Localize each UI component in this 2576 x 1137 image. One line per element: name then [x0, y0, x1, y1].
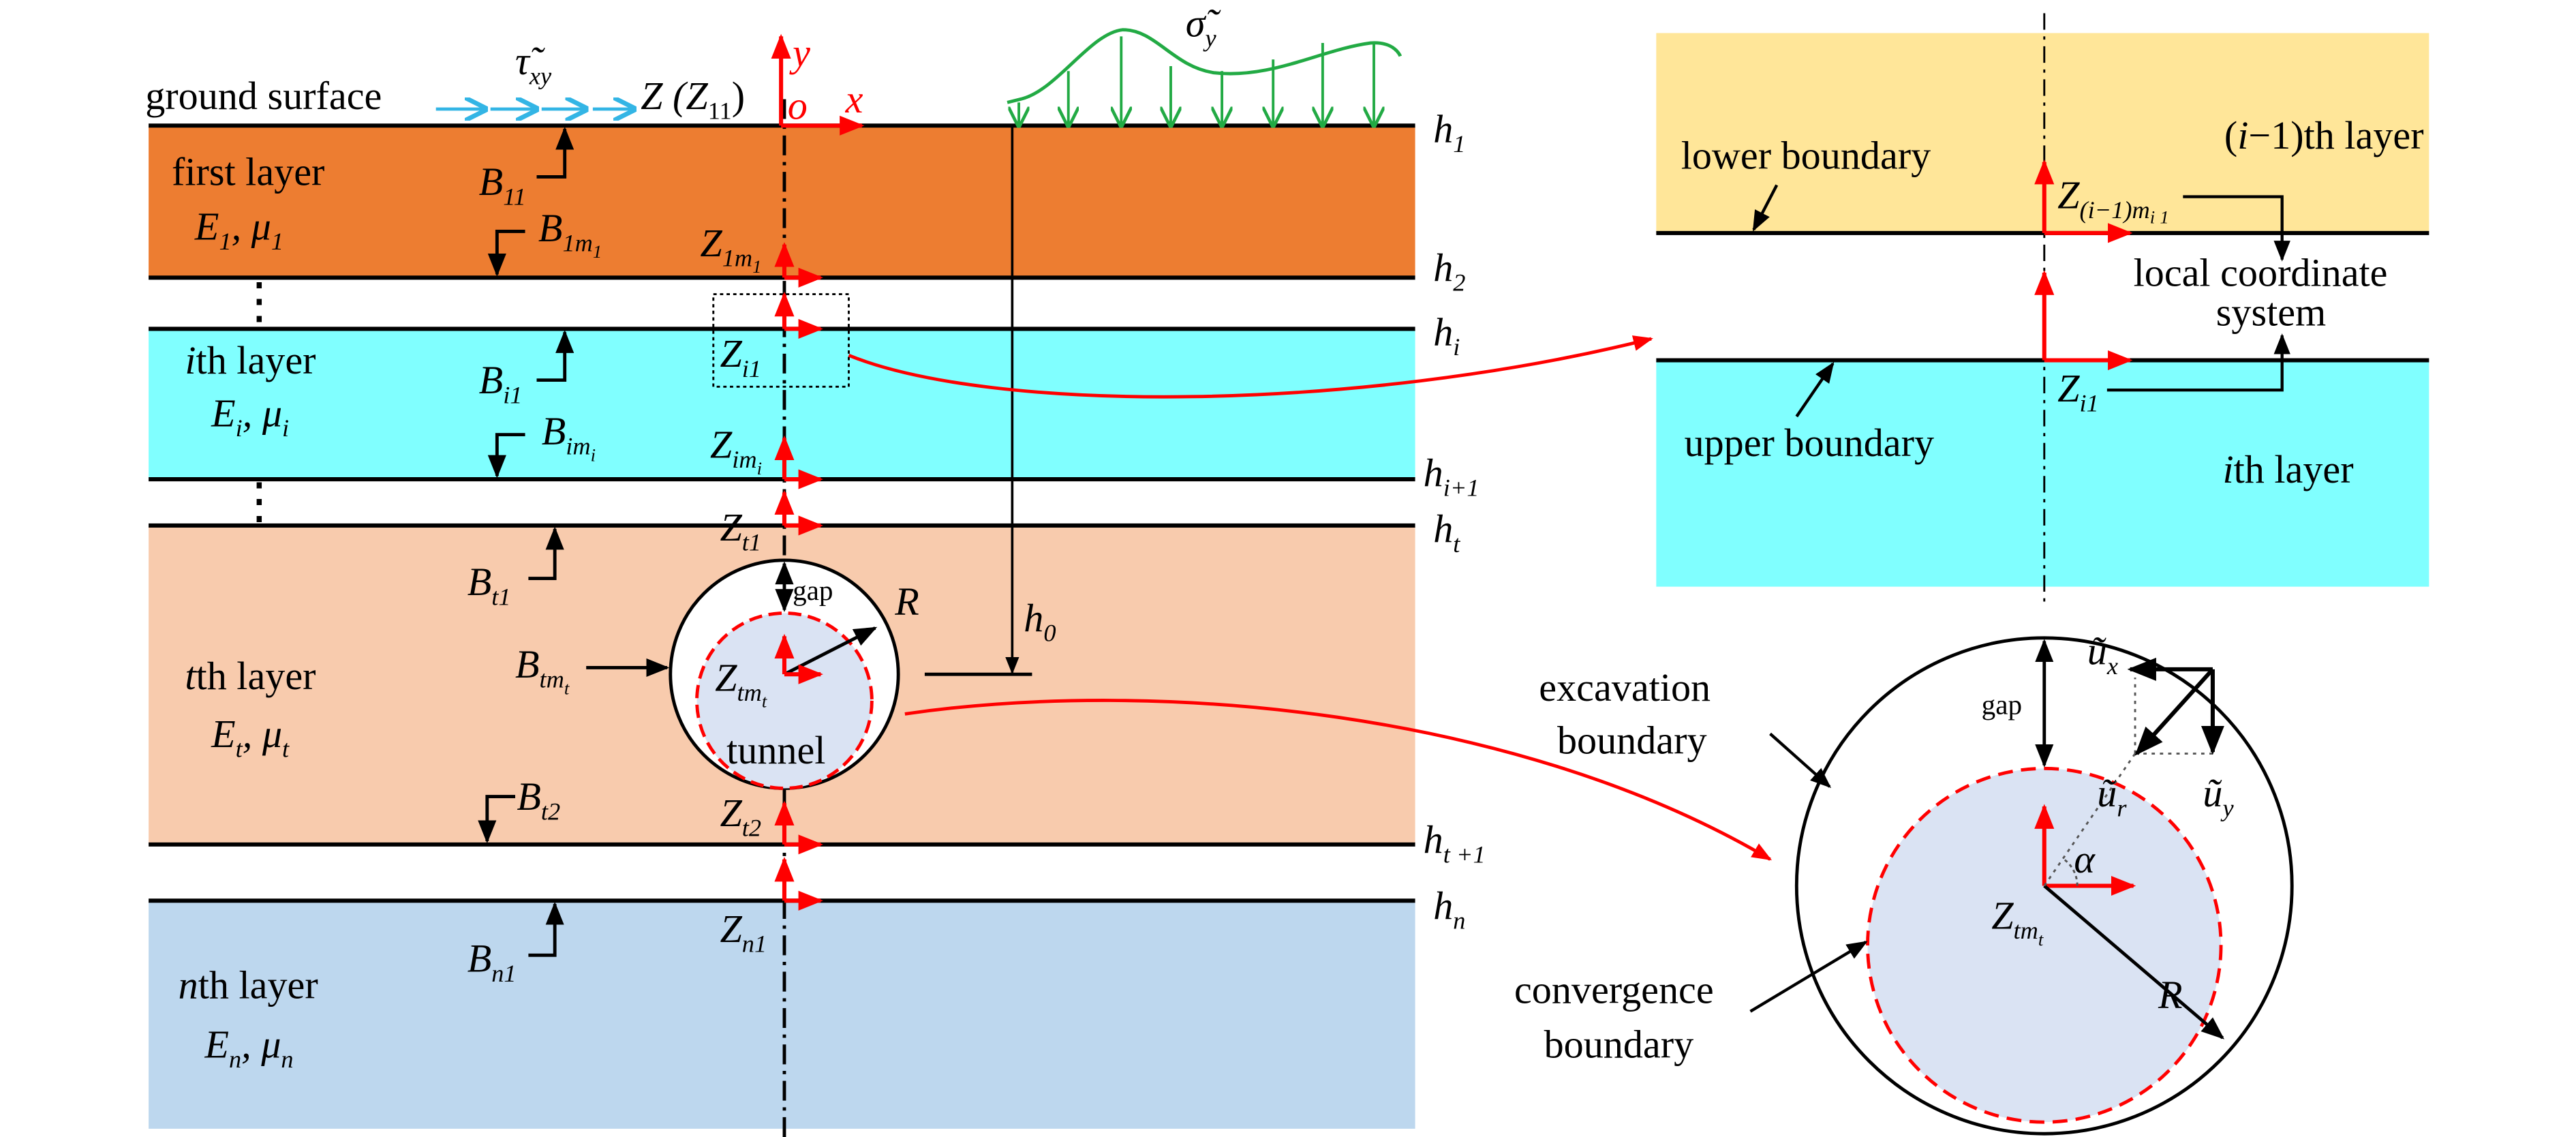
depth-ht: ht — [1433, 506, 1460, 558]
ellipsis-1: ⋮ — [234, 273, 284, 328]
boundary-markers — [478, 126, 670, 957]
lower-boundary-pointer — [1752, 184, 1779, 232]
b-t1-label: Bt1 — [467, 560, 511, 611]
b-i1-label: Bi1 — [479, 358, 523, 409]
tth-layer-props: Et, μt — [211, 712, 290, 763]
lower-boundary-label: lower boundary — [1681, 133, 1931, 177]
upper-boundary-label: upper boundary — [1685, 421, 1935, 465]
ur-arrow — [2134, 667, 2215, 756]
ur-label: ũr — [2097, 771, 2127, 822]
depth-hn: hn — [1433, 883, 1465, 935]
convergence-label-2: boundary — [1544, 1022, 1694, 1067]
local-axes — [774, 242, 823, 911]
shear-load-label: τ̃xy — [515, 39, 552, 90]
first-layer-name: first layer — [172, 150, 324, 194]
z-tmt-label: Ztmt — [715, 655, 767, 711]
ellipsis-2: ⋮ — [234, 473, 284, 528]
upper-boundary-pointer — [1795, 361, 1835, 418]
alpha-label: α — [2074, 837, 2096, 881]
b-t2-label: Bt2 — [517, 774, 560, 825]
ith-layer-name: ith layer — [185, 338, 316, 382]
b-imi-label: Bimi — [542, 409, 596, 465]
ux-label: ũx — [2087, 629, 2118, 680]
gap-label: gap — [793, 575, 833, 606]
z-t2-label: Zt2 — [720, 791, 761, 842]
detail-radius-label: R — [2158, 973, 2183, 1017]
depth-h1: h1 — [1433, 106, 1465, 157]
normal-load-curve — [1007, 28, 1402, 104]
uy-label: ũy — [2203, 771, 2234, 822]
depth-h2: h2 — [1433, 245, 1465, 297]
axis-origin-label: o — [788, 84, 808, 128]
axis-y-label: y — [789, 31, 810, 75]
detail-local-axes — [2034, 159, 2133, 371]
nth-layer-name: nth layer — [179, 962, 318, 1007]
ith-layer-props: Ei, μi — [211, 391, 289, 442]
h0-label: h0 — [1024, 596, 1056, 647]
nth-layer-props: En, μn — [204, 1022, 293, 1074]
z-i1-label: Zi1 — [720, 331, 761, 382]
convergence-pointer — [1749, 941, 1868, 1013]
zoom-box — [712, 293, 850, 388]
tunnel-detail: gap R α ũx ũy ũr Ztmt excavation boundar… — [1514, 629, 2294, 1136]
b-1m1-label: B1m1 — [538, 206, 602, 262]
b-11-label: B11 — [479, 160, 526, 211]
detail-gap-label: gap — [1982, 688, 2022, 720]
b-tmt-label: Btmt — [515, 642, 570, 698]
normal-load-label: σ̃y — [1186, 1, 1221, 52]
connector-to-layer-detail — [848, 335, 1653, 399]
connector-to-tunnel-detail — [904, 699, 1773, 861]
z-n1-label: Zn1 — [720, 907, 767, 958]
local-cs-label-1: local coordinate — [2134, 250, 2388, 294]
depth-hi: hi — [1433, 310, 1460, 361]
origin-label: Z (Z11) — [641, 74, 745, 125]
prev-layer-label: (i−1)th layer — [2224, 113, 2424, 157]
alpha-arc — [2063, 858, 2079, 886]
depth-hi1: hi+1 — [1424, 451, 1479, 502]
z-imi-label: Zimi — [710, 423, 762, 479]
first-layer-band — [149, 125, 1415, 278]
detail-z-i1-label: Zi1 — [2057, 366, 2099, 417]
detail-ith-layer-band — [1656, 360, 2429, 587]
b-n1-label: Bn1 — [467, 937, 517, 988]
convergence-label-1: convergence — [1514, 968, 1714, 1012]
normal-load-arrows — [1019, 36, 1374, 125]
nth-layer-band — [149, 900, 1415, 1129]
local-cs-pointer-top — [2183, 195, 2290, 262]
first-layer-props: E1, μ1 — [194, 204, 283, 256]
local-cs-pointer-bottom — [2106, 333, 2290, 392]
z-t1-label: Zt1 — [720, 505, 761, 556]
ground-surface-label: ground surface — [145, 74, 382, 118]
tunnel-label: tunnel — [726, 728, 825, 772]
tth-layer-name: tth layer — [185, 654, 316, 698]
detail-z-tmt-label: Ztmt — [1991, 894, 2044, 950]
ith-layer-band — [149, 329, 1415, 480]
z-1m1-label: Z1m1 — [700, 221, 761, 277]
axis-x-label: x — [845, 77, 863, 121]
excavation-label-1: excavation — [1539, 665, 1711, 710]
main-profile: ⋮ ⋮ gap R tunnel h0 σ̃y — [145, 1, 1773, 1137]
excavation-pointer — [1769, 732, 1832, 789]
detail-ith-layer-label: ith layer — [2222, 447, 2353, 491]
excavation-label-2: boundary — [1557, 718, 1707, 763]
ur-dotted — [2043, 753, 2136, 887]
radius-label: R — [894, 579, 919, 624]
radius-line — [2043, 884, 2225, 1040]
local-cs-label-2: system — [2216, 290, 2327, 335]
depth-ht1: ht +1 — [1424, 817, 1486, 868]
tunnel-circle — [695, 611, 874, 790]
